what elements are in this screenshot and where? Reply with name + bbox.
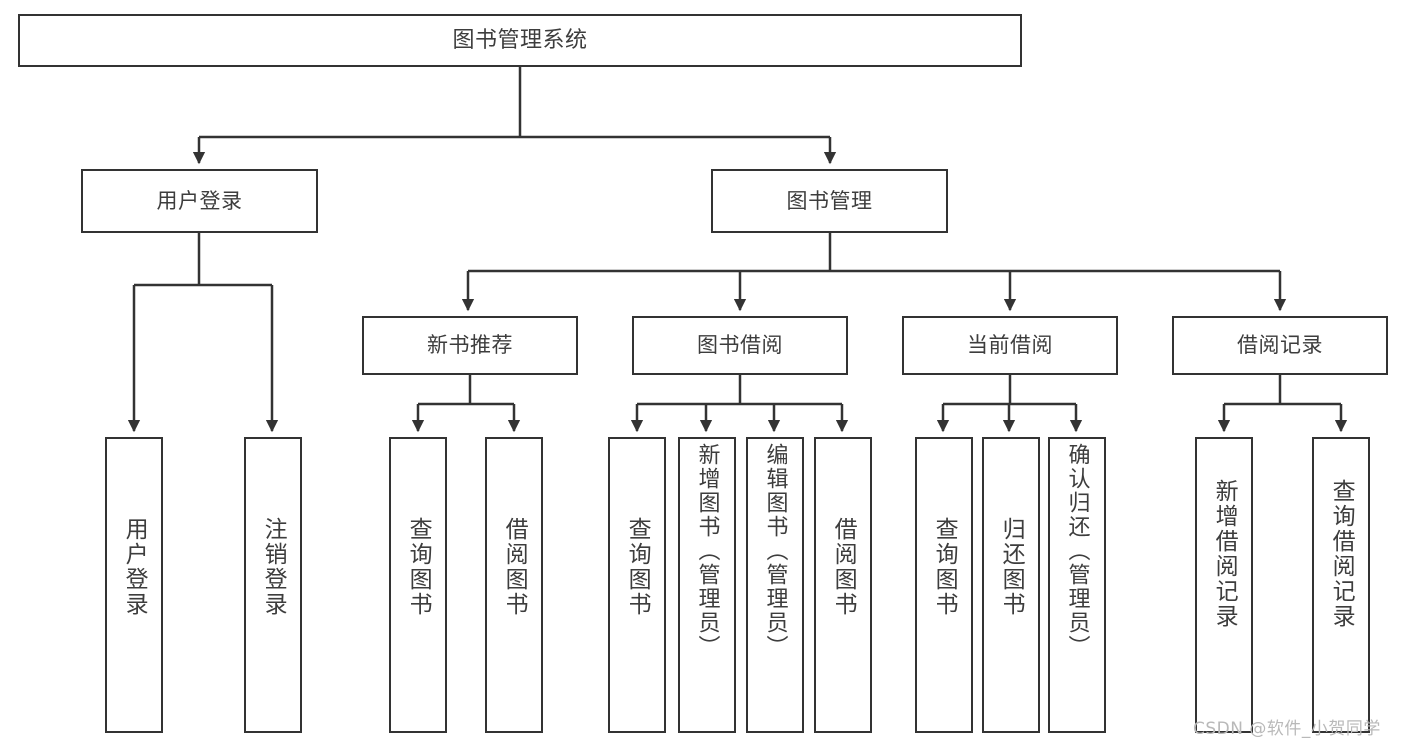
node-book-borrow[interactable]: 图书借阅 <box>632 316 848 375</box>
node-label: 借阅图书 <box>501 517 528 617</box>
node-new-book-recommend[interactable]: 新书推荐 <box>362 316 578 375</box>
node-label: 借阅图书 <box>830 517 857 617</box>
node-label: 查询图书 <box>624 517 651 617</box>
node-label: 用户登录 <box>121 517 148 617</box>
node-label: 查询借阅记录 <box>1328 479 1355 629</box>
watermark-text: CSDN @软件_小贺同学 <box>1193 719 1381 739</box>
node-leaf-borrow-book[interactable]: 借阅图书 <box>814 437 872 733</box>
node-leaf-query-book-current[interactable]: 查询图书 <box>915 437 973 733</box>
node-leaf-query-book-new[interactable]: 查询图书 <box>389 437 447 733</box>
node-label: 确认归还（管理员） <box>1064 443 1090 659</box>
node-label: 当前借阅 <box>967 333 1053 358</box>
node-label: 新增图书（管理员） <box>694 443 720 659</box>
node-leaf-query-book-borrow[interactable]: 查询图书 <box>608 437 666 733</box>
node-label: 查询图书 <box>405 517 432 617</box>
node-book-management[interactable]: 图书管理 <box>711 169 948 233</box>
node-leaf-add-borrow-record[interactable]: 新增借阅记录 <box>1195 437 1253 733</box>
node-leaf-borrow-book-new[interactable]: 借阅图书 <box>485 437 543 733</box>
node-label: 图书借阅 <box>697 333 783 358</box>
node-label: 查询图书 <box>931 517 958 617</box>
node-label: 编辑图书（管理员） <box>762 443 788 659</box>
node-leaf-query-borrow-record[interactable]: 查询借阅记录 <box>1312 437 1370 733</box>
node-leaf-return-book[interactable]: 归还图书 <box>982 437 1040 733</box>
node-label: 注销登录 <box>260 517 287 617</box>
node-leaf-user-logout[interactable]: 注销登录 <box>244 437 302 733</box>
node-root-system[interactable]: 图书管理系统 <box>18 14 1022 67</box>
node-leaf-add-book-admin[interactable]: 新增图书（管理员） <box>678 437 736 733</box>
node-label: 借阅记录 <box>1237 333 1323 358</box>
node-label: 图书管理 <box>786 188 873 213</box>
node-user-login[interactable]: 用户登录 <box>81 169 318 233</box>
node-label: 归还图书 <box>998 517 1025 617</box>
node-label: 图书管理系统 <box>452 27 588 53</box>
node-leaf-confirm-return-admin[interactable]: 确认归还（管理员） <box>1048 437 1106 733</box>
node-leaf-edit-book-admin[interactable]: 编辑图书（管理员） <box>746 437 804 733</box>
node-borrow-record[interactable]: 借阅记录 <box>1172 316 1388 375</box>
node-current-borrow[interactable]: 当前借阅 <box>902 316 1118 375</box>
node-label: 用户登录 <box>156 188 243 213</box>
node-label: 新书推荐 <box>427 333 513 358</box>
node-label: 新增借阅记录 <box>1211 479 1238 629</box>
node-leaf-user-login[interactable]: 用户登录 <box>105 437 163 733</box>
